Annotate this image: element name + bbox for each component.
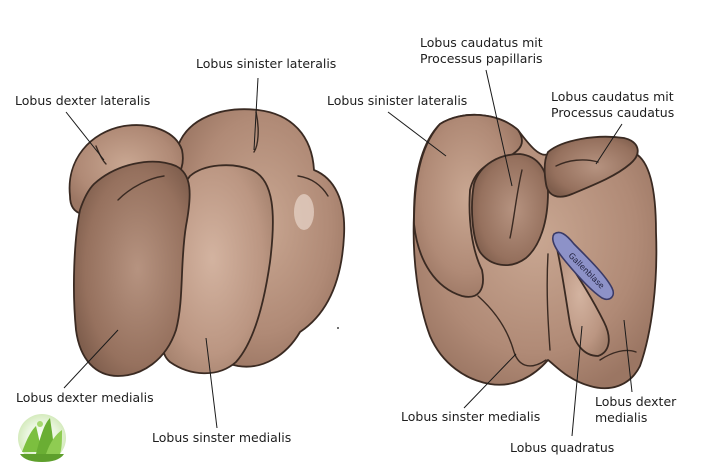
leader-left-sinster-medialis [205,337,218,429]
left-lateralis-fold [95,145,107,165]
label-left-lobus-dexter-lateralis: Lobus dexter lateralis [15,93,150,108]
leader-right-quadratus [571,325,583,437]
right-lobus-caudatus-caudatus-shape [543,135,639,198]
left-medialis-inner-seam [117,175,165,201]
left-back-seam [253,111,259,153]
right-liver-view [412,113,658,390]
leader-left-dexter-lateralis [65,111,105,161]
leader-right-caudatus-caudatus [595,123,623,165]
label-left-lobus-sinister-lateralis: Lobus sinister lateralis [196,56,336,71]
right-lobus-caudatus-papillaris-shape [471,153,549,266]
leader-left-dexter-medialis [63,329,119,389]
left-liver-view [68,108,346,377]
green-meadow-logo-icon [18,414,66,462]
right-caudatus-fold-seam [555,159,599,167]
leader-right-sinster-medialis [463,353,517,409]
right-center-seam [546,253,551,351]
label-right-caudatus-caudatus-line2: Processus caudatus [551,105,674,120]
right-lobus-quadratus-shape [555,243,610,357]
left-lobus-dexter-medialis-shape [73,160,191,377]
label-left-lobus-dexter-medialis: Lobus dexter medialis [16,390,154,405]
label-right-caudatus-papillaris-line2: Processus papillaris [420,51,543,66]
label-right-lobus-quadratus: Lobus quadratus [510,440,614,455]
label-left-lobus-sinster-medialis: Lobus sinster medialis [152,430,291,445]
leader-right-sinister-lateralis [387,111,447,157]
label-right-lobus-sinister-lateralis: Lobus sinister lateralis [327,93,467,108]
right-papillaris-inner-seam [509,169,523,239]
right-sinster-medialis-seam [477,295,547,367]
leader-right-caudatus-papillaris [485,69,513,187]
left-highlight [294,194,314,230]
left-right-edge-seam [297,175,329,197]
leader-left-sinister-lateralis [253,77,259,151]
label-right-lobus-dexter-medialis-line2: medialis [595,410,647,425]
stray-dot [337,327,339,329]
right-gallbladder-shape [551,231,615,301]
leader-right-dexter-medialis [623,319,633,393]
label-right-caudatus-caudatus-line1: Lobus caudatus mit [551,89,674,104]
label-right-caudatus-papillaris-line1: Lobus caudatus mit [420,35,543,50]
right-dexter-medialis-seam [599,349,637,361]
label-right-lobus-sinster-medialis: Lobus sinster medialis [401,409,540,424]
label-right-lobus-dexter-medialis-line1: Lobus dexter [595,394,677,409]
